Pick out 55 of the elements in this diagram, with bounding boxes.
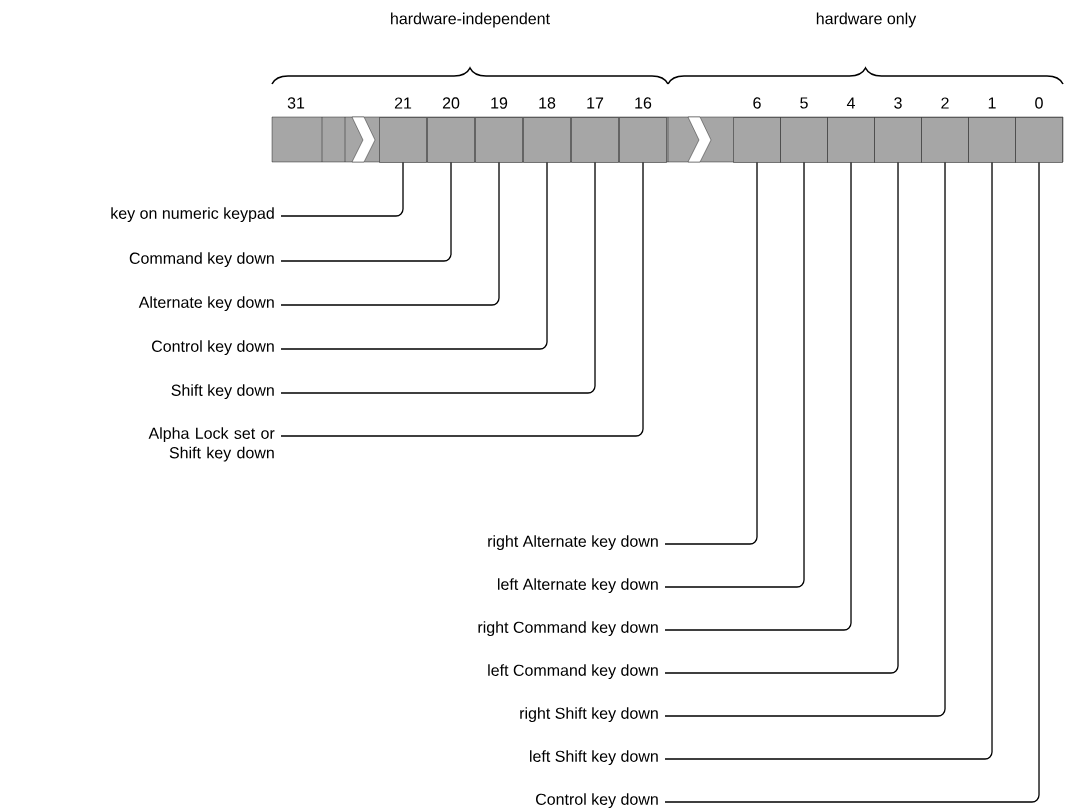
bit-cell <box>780 117 828 163</box>
bit-cell <box>968 117 1016 163</box>
bit-number: 3 <box>894 97 902 109</box>
bit-label: Alpha Lock set or Shift key down <box>148 427 275 462</box>
leader-line <box>664 161 852 631</box>
bit-label: key on numeric keypad <box>111 207 274 223</box>
bit-label: Control key down <box>152 340 274 356</box>
leader-line <box>664 161 993 760</box>
bit-cell <box>874 117 922 163</box>
bit-number: 31 <box>287 97 305 109</box>
leader-line <box>664 161 805 588</box>
bit-label: Alternate key down <box>138 296 274 312</box>
bit-number: 21 <box>394 97 412 109</box>
bit-number: 1 <box>988 97 996 109</box>
leader-line <box>280 161 644 437</box>
bit-number: 16 <box>635 97 652 109</box>
bit-cell <box>921 117 969 163</box>
bit-number: 18 <box>539 97 556 109</box>
bit-number: 17 <box>587 97 604 109</box>
bit-cell <box>619 117 667 163</box>
bit-label: left Command key down <box>488 664 658 680</box>
leader-line <box>664 161 758 545</box>
bit-cell <box>379 117 427 163</box>
leader-line <box>280 161 500 306</box>
leader-line <box>280 161 548 350</box>
leader-line <box>280 161 596 394</box>
bit-number: 4 <box>846 97 855 109</box>
bit-cell <box>571 117 619 163</box>
group-label: hardware-independent <box>391 12 550 28</box>
bit-label: Shift key down <box>171 384 274 400</box>
bit-label: right Alternate key down <box>488 535 658 551</box>
leader-line <box>664 161 1040 803</box>
bit-cell <box>427 117 475 163</box>
bit-cell <box>475 117 523 163</box>
bit-label: left Shift key down <box>530 750 658 766</box>
bit-label: Command key down <box>129 252 274 268</box>
bit-label: left Alternate key down <box>498 578 658 594</box>
bit-number: 5 <box>800 97 808 109</box>
bit-number: 0 <box>1035 97 1043 109</box>
leader-line <box>664 161 899 674</box>
bit-cell <box>1015 117 1063 163</box>
bit-cell <box>827 117 875 163</box>
bit-cell <box>523 117 571 163</box>
bit-cell <box>733 117 781 163</box>
bit-number: 20 <box>442 97 460 109</box>
leader-line <box>664 161 946 717</box>
bit-number: 6 <box>753 97 761 109</box>
group-label: hardware only <box>816 12 917 28</box>
bit-label: right Command key down <box>478 621 658 637</box>
leader-line <box>280 161 404 217</box>
bit-label: right Shift key down <box>520 707 658 723</box>
leader-line <box>280 161 452 262</box>
bit-label: Control key down <box>536 793 658 809</box>
bit-number: 19 <box>491 97 508 109</box>
bit-number: 2 <box>941 97 949 109</box>
